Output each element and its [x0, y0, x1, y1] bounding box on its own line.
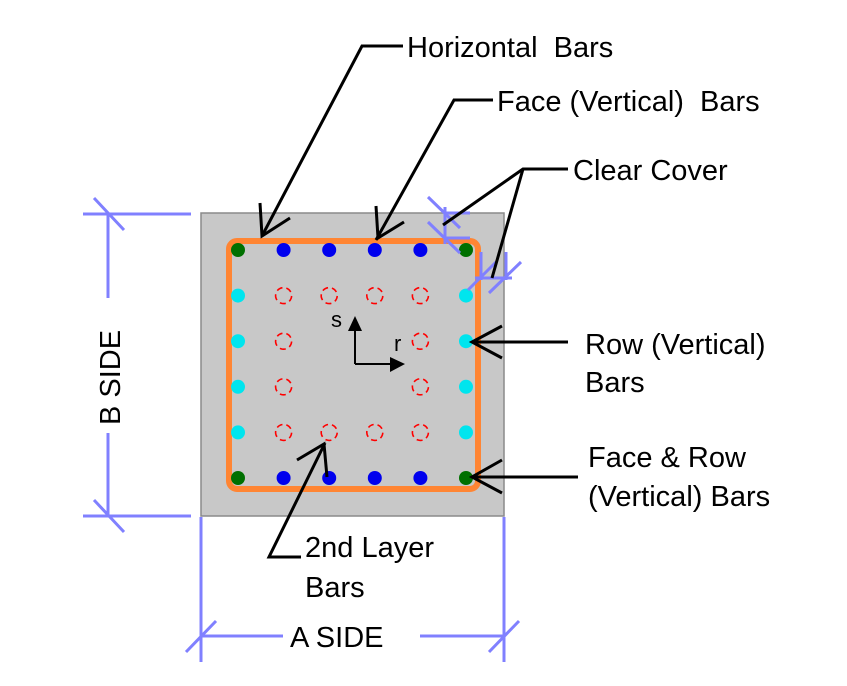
second-layer-bar: [274, 423, 293, 442]
face-bar: [276, 471, 291, 485]
face-bar: [276, 243, 291, 257]
r-axis-label: r: [394, 331, 401, 356]
face-bar: [413, 471, 428, 485]
local-axes: s r: [331, 307, 405, 372]
cover-top-tick-2: [426, 220, 462, 255]
second-layer-bar: [274, 286, 293, 305]
horizontal-bars-leader: [260, 44, 403, 237]
clear-cover-leader-2: [490, 168, 525, 279]
horizontal-bars-label: Horizontal Bars: [407, 32, 613, 64]
second-layer-bar: [365, 423, 384, 442]
r-axis-arrowhead: [390, 357, 405, 372]
b-side-tick-bottom: [92, 498, 126, 534]
corner-bar: [231, 471, 245, 485]
face-bars-leader: [374, 98, 493, 241]
cover-top-tick-1: [426, 195, 462, 230]
row-bars-label-line2: Bars: [585, 367, 645, 399]
second-layer-leader: [266, 442, 327, 559]
cover-right-tick-1: [466, 260, 498, 292]
row-bar: [459, 334, 473, 349]
clear-cover-label: Clear Cover: [573, 155, 728, 187]
second-layer-bar: [411, 377, 430, 396]
row-bars-arrowhead: [468, 324, 503, 360]
row-bar: [231, 379, 245, 394]
second-layer-bar: [274, 377, 293, 396]
face-bar: [322, 243, 337, 257]
s-axis-label: s: [331, 307, 342, 332]
second-layer-label-line2: Bars: [305, 572, 365, 604]
face-bar: [413, 243, 428, 257]
a-side-tick-right: [487, 619, 521, 654]
second-layer-bar: [411, 286, 430, 305]
face-bar: [367, 471, 382, 485]
a-side-tick-left: [184, 619, 218, 654]
face-row-bars-label-line1: Face & Row: [588, 442, 747, 474]
face-row-bars-label-line2: (Vertical) Bars: [588, 481, 770, 513]
row-bars-label-line1: Row (Vertical): [585, 329, 766, 361]
leader-lines: [258, 44, 578, 559]
row-bar: [459, 425, 473, 440]
tie-horizontal-bars: [226, 238, 481, 492]
s-axis-arrowhead: [348, 316, 362, 331]
face-bar: [322, 471, 337, 485]
dimension-lines: [83, 195, 523, 662]
corner-bar: [459, 471, 473, 485]
b-side-tick-top: [92, 196, 126, 232]
second-layer-bar: [320, 286, 339, 305]
row-bar: [459, 288, 473, 303]
face-bars-label: Face (Vertical) Bars: [497, 86, 760, 118]
row-bar: [459, 379, 473, 394]
second-layer-bars: [274, 286, 430, 442]
second-layer-arrowhead: [296, 441, 329, 478]
horizontal-bars-arrowhead: [258, 202, 291, 239]
second-layer-bar: [320, 423, 339, 442]
face-row-bars-arrowhead: [468, 458, 503, 495]
second-layer-label-line1: 2nd Layer: [305, 532, 434, 564]
second-layer-bar: [365, 286, 384, 305]
second-layer-bar: [411, 332, 430, 351]
corner-bar: [231, 243, 245, 257]
a-side-label: A SIDE: [290, 622, 384, 654]
b-side-label: B SIDE: [95, 330, 127, 425]
face-bars-arrowhead: [374, 205, 405, 241]
row-bar: [231, 288, 245, 303]
corner-bar: [459, 243, 473, 257]
cover-right-tick-2: [487, 260, 523, 295]
second-layer-bar: [274, 332, 293, 351]
second-layer-bar: [411, 423, 430, 442]
face-bar: [367, 243, 382, 257]
row-bar: [231, 334, 245, 349]
row-bar: [231, 425, 245, 440]
concrete-section: [200, 212, 505, 517]
